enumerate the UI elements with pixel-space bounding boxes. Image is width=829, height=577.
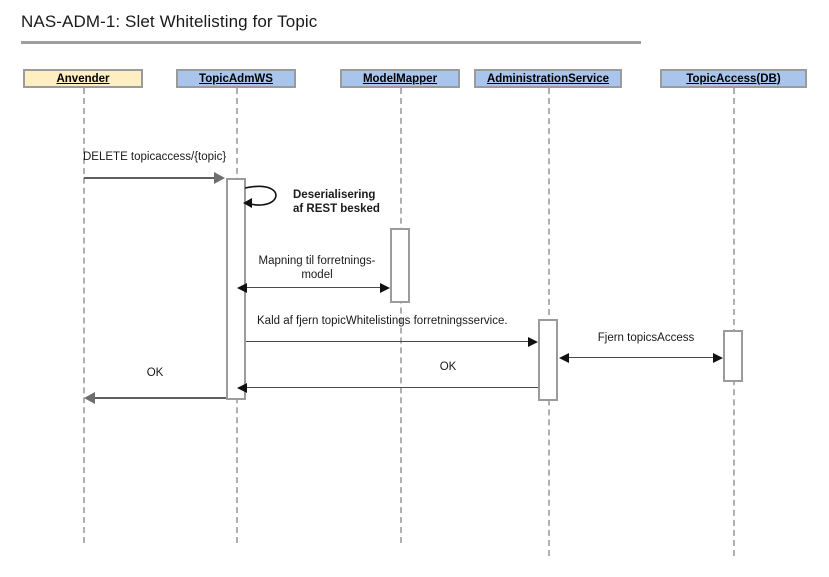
message-label-ok-anvender: OK: [146, 367, 164, 379]
lifeline-anvender: [83, 88, 85, 543]
message-line-kald-forretningsservice: [246, 341, 531, 342]
message-line-ok-adminsvc: [246, 387, 538, 388]
participant-label-topicaccess-db: TopicAccess(DB): [686, 72, 781, 85]
activation-bar-topicaccess: [723, 330, 743, 382]
participant-administrationservice[interactable]: AdministrationService: [474, 69, 622, 88]
message-label-deserialisering-line1: Deserialisering: [293, 189, 376, 201]
message-line-ok-anvender: [95, 397, 226, 399]
message-label-deserialisering-line2: af REST besked: [293, 203, 380, 215]
message-arrowhead-delete-topicaccess: [214, 172, 225, 184]
message-arrowhead-mapning-right: [380, 283, 390, 293]
message-label-mapning-line2: model: [301, 269, 333, 281]
activation-bar-adminsvc: [538, 319, 558, 401]
message-arrowhead-fjern-topicsaccess-left: [559, 353, 569, 363]
title-divider: [21, 41, 641, 44]
message-label-deserialisering: Deserialisering af REST besked: [293, 188, 483, 216]
message-label-kald-forretningsservice: Kald af fjern topicWhitelistings forretn…: [257, 315, 508, 327]
participant-label-administrationservice: AdministrationService: [486, 72, 610, 85]
message-line-delete-topicaccess: [84, 177, 216, 179]
message-label-mapning: Mapning til forretnings-model: [248, 254, 386, 282]
message-arrowhead-fjern-topicsaccess-right: [713, 353, 723, 363]
message-line-mapning: [246, 287, 388, 288]
diagram-title: NAS-ADM-1: Slet Whitelisting for Topic: [21, 12, 318, 31]
lifeline-modelmapper: [400, 88, 402, 543]
message-label-fjern-topicsaccess: Fjern topicsAccess: [597, 332, 695, 344]
message-line-fjern-topicsaccess: [568, 357, 716, 358]
message-arrowhead-ok-adminsvc: [237, 383, 247, 393]
participant-label-modelmapper: ModelMapper: [362, 72, 438, 85]
participant-topicadmws[interactable]: TopicAdmWS: [176, 69, 296, 88]
message-label-ok-adminsvc: OK: [439, 361, 457, 373]
message-arrowhead-kald-forretningsservice: [528, 337, 538, 347]
message-label-delete-topicaccess: DELETE topicaccess/{topic}: [83, 151, 227, 163]
message-arrowhead-ok-anvender: [84, 392, 95, 404]
activation-bar-modelmapper: [390, 228, 410, 303]
participant-label-anvender: Anvender: [56, 72, 110, 85]
participant-label-topicadmws: TopicAdmWS: [199, 72, 273, 85]
participant-topicaccess-db[interactable]: TopicAccess(DB): [660, 69, 807, 88]
message-arrowhead-mapning-left: [237, 283, 247, 293]
lifeline-topicaccess: [733, 88, 735, 556]
self-message-loop-deserialisering: [243, 185, 277, 208]
participant-anvender[interactable]: Anvender: [23, 69, 143, 88]
participant-modelmapper[interactable]: ModelMapper: [340, 69, 460, 88]
message-label-mapning-line1: Mapning til forretnings-: [258, 255, 376, 267]
